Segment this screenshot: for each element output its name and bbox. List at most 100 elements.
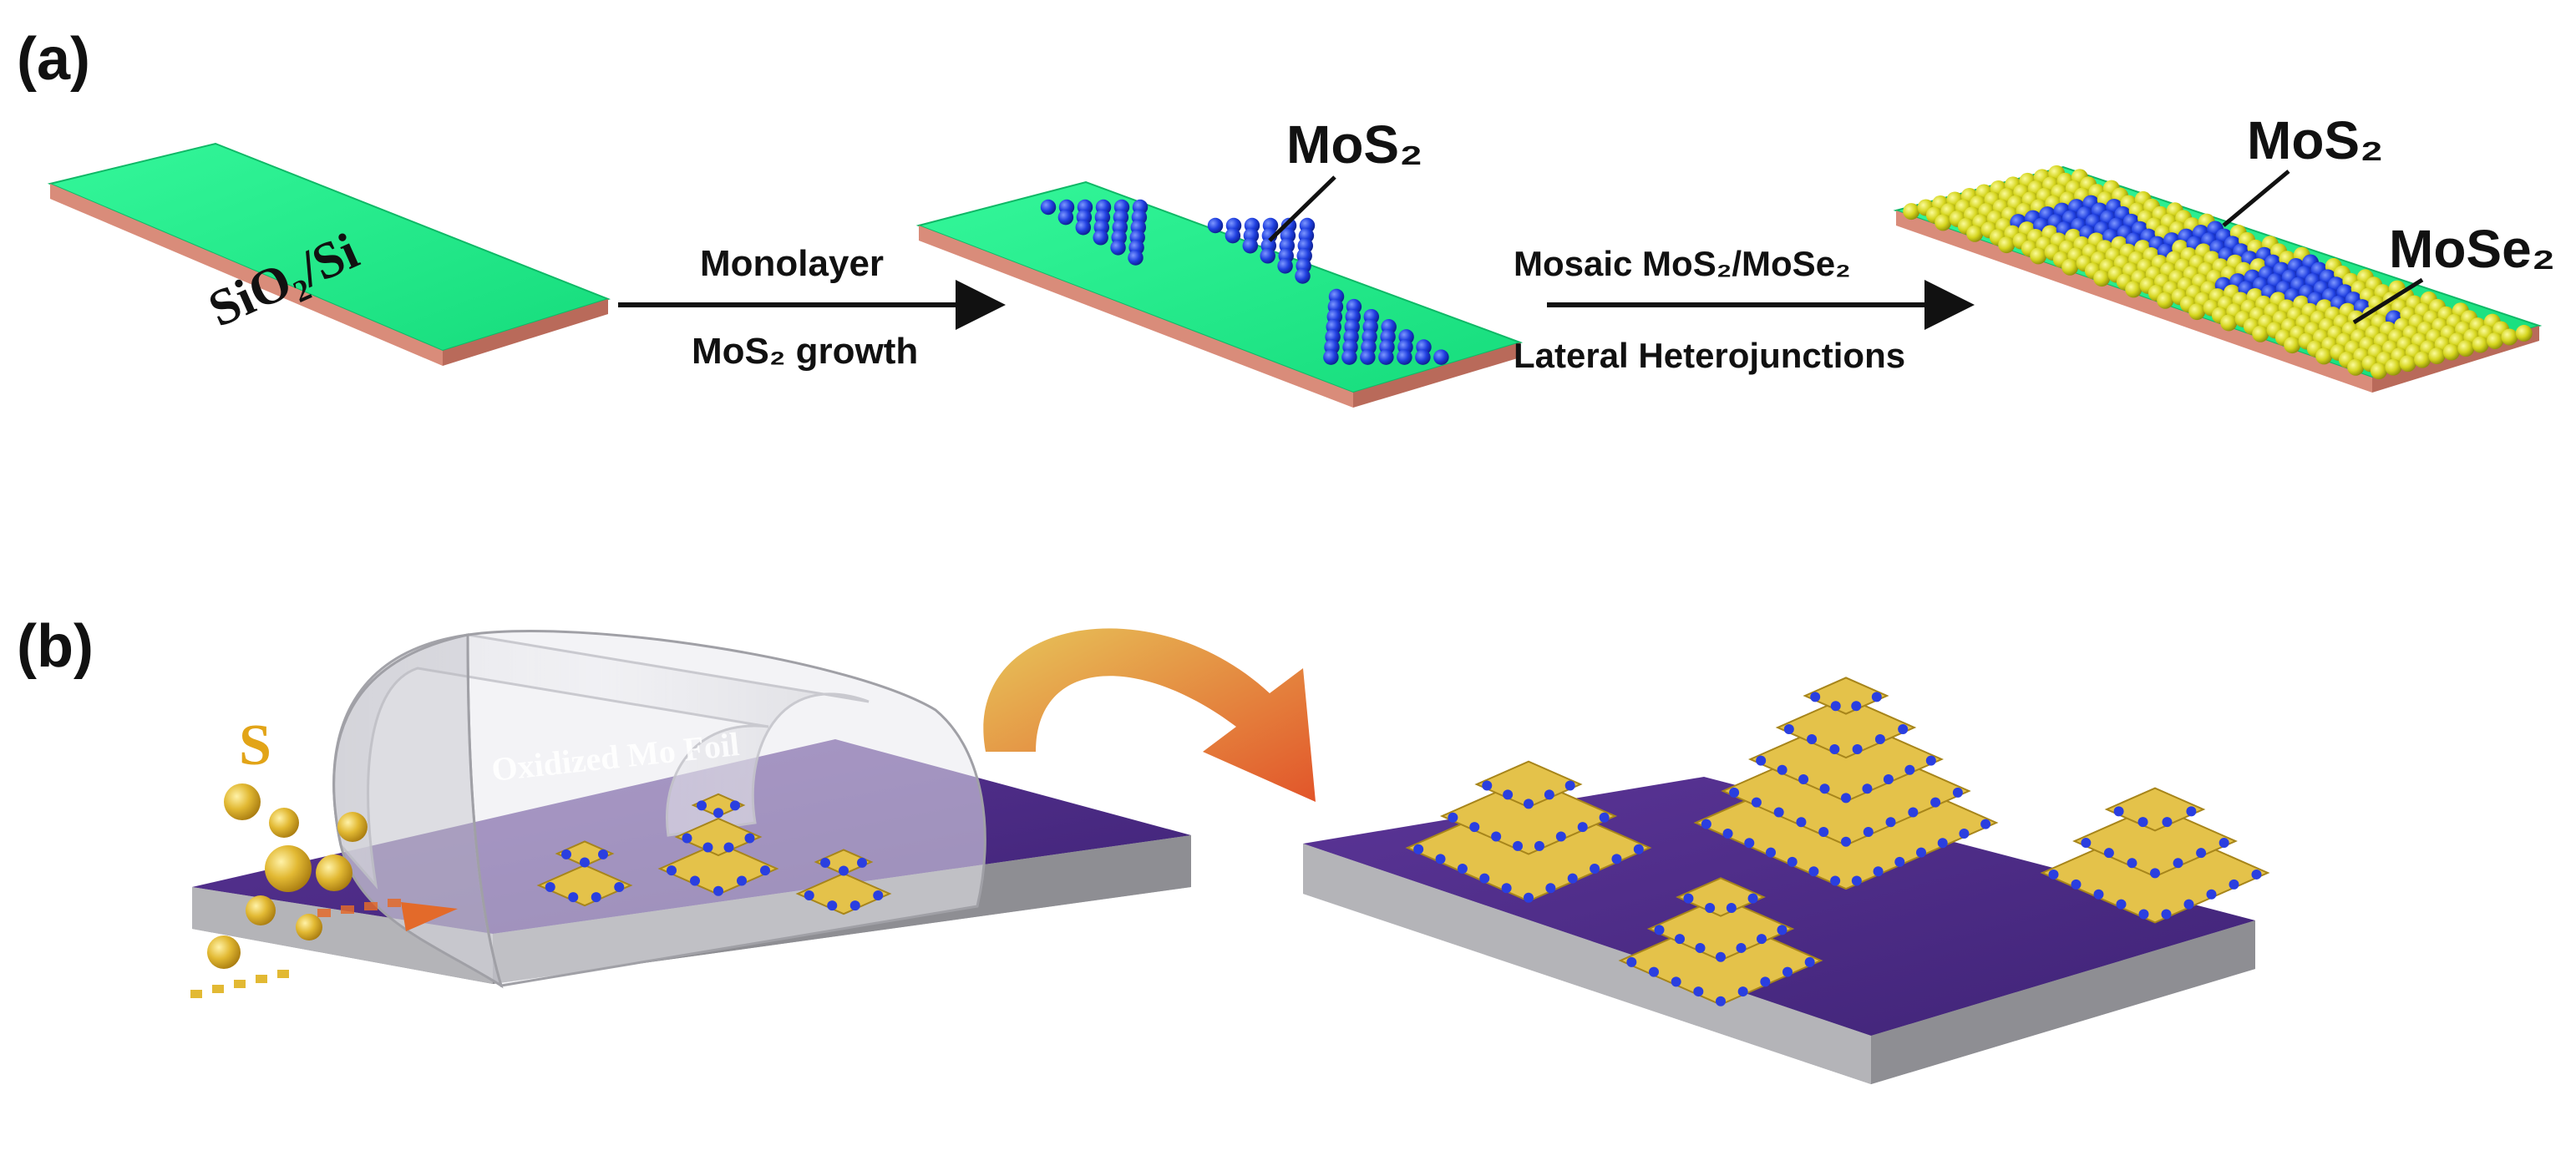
mo-atom (857, 857, 867, 868)
flake-layer (814, 849, 874, 875)
mose2-atom (2472, 336, 2489, 353)
foil-flake (795, 872, 892, 915)
flake-layer (691, 793, 746, 818)
mo-atom (1564, 780, 1575, 791)
mo-atom (1479, 873, 1490, 884)
panel-a-label: (a) (17, 26, 90, 93)
mo-atom (1469, 822, 1480, 833)
mo-atom (1737, 986, 1748, 997)
mo-atom (1722, 828, 1733, 839)
mo-atom (2071, 879, 2082, 890)
mo-atom (2116, 899, 2127, 910)
mose2-atom (2442, 343, 2460, 361)
foil-flake (691, 793, 746, 819)
flake-layer (1775, 696, 1917, 759)
mo-atom (1756, 934, 1767, 945)
mo-atom (1952, 787, 1963, 798)
mo-atom (1898, 724, 1909, 734)
panel-b-label: (b) (17, 613, 94, 680)
mo-atom (713, 885, 723, 896)
mo-atom (667, 865, 677, 876)
mose2-atom (2515, 324, 2533, 342)
mo-atom (1716, 996, 1726, 1006)
mo-atom (744, 833, 755, 844)
mo-atom (682, 833, 692, 844)
central-pyramid-flake (1775, 696, 1917, 759)
mo-atom (1435, 854, 1446, 864)
sulfur-label: S (239, 713, 271, 778)
mo-atom (1736, 942, 1747, 953)
mos2-atom (1360, 349, 1376, 365)
mo-atom (2127, 858, 2137, 869)
mose2-atom (2188, 303, 2206, 321)
mo-atom (1513, 840, 1524, 851)
mo-atom (1959, 828, 1970, 839)
foil-mos2-flakes (536, 793, 892, 915)
step2-top-label: Mosaic MoS₂/MoSe₂ (1514, 244, 1851, 283)
step2-bottom-label: Lateral Heterojunctions (1514, 336, 1905, 375)
mo-atom (2103, 848, 2114, 859)
sulfur-ball (269, 808, 299, 838)
mo-atom (1883, 774, 1894, 784)
mos2-atom (1323, 349, 1339, 365)
mo-atom (1807, 734, 1818, 744)
foil-flake (657, 842, 779, 896)
mose2-atom (1998, 236, 2016, 254)
mos2-atom (1110, 240, 1126, 256)
mo-atom (545, 882, 555, 893)
mo-atom (1675, 934, 1686, 945)
mo-atom (1544, 789, 1554, 800)
mo-atom (2219, 838, 2229, 849)
mo-atom (598, 849, 608, 859)
left-pyramid-flake (1474, 760, 1583, 809)
mo-atom (2196, 848, 2207, 859)
mo-atom (1705, 902, 1716, 913)
mo-atom (1726, 902, 1737, 913)
flow-dot (317, 909, 331, 917)
mo-atom (804, 890, 814, 901)
mose2-atom (2399, 355, 2416, 373)
mo-atom (1980, 819, 1991, 829)
mo-atom (1503, 789, 1514, 800)
mo-atom (760, 865, 770, 876)
mo-atom (1448, 812, 1458, 823)
mo-atom (1524, 799, 1534, 809)
mo-atom (1930, 797, 1941, 808)
foil-flake (555, 840, 615, 868)
mos2-pyramid-flakes (1405, 677, 2270, 1006)
mo-atom (1863, 827, 1874, 838)
mose2-pointer (2352, 277, 2424, 325)
mos2-atom (1378, 349, 1394, 365)
mo-atom (697, 800, 707, 811)
foil-flake (814, 849, 874, 876)
mo-atom (1773, 807, 1784, 818)
flow-dot (234, 980, 246, 988)
mo-atom (1830, 875, 1841, 886)
mo-atom (1819, 783, 1830, 794)
mo-atom (1751, 797, 1762, 808)
mos2-atom (1260, 248, 1275, 264)
mo-atom (1524, 892, 1534, 903)
mo-atom (1885, 817, 1896, 828)
mo-atom (820, 857, 830, 868)
flow-dot (388, 899, 401, 907)
mose2-atom (2501, 328, 2518, 346)
step1-bottom-label: MoS₂ growth (692, 331, 918, 372)
mo-atom (1599, 812, 1610, 823)
mo-atom (1534, 840, 1544, 851)
mo-atom (1787, 856, 1798, 867)
mo-atom (1716, 951, 1726, 962)
mose2-atom (2347, 358, 2365, 376)
mose2-atom (2220, 314, 2238, 332)
sulfur-ball (296, 914, 322, 941)
mo-atom (1671, 976, 1681, 987)
mo-atom (1777, 764, 1787, 775)
mo-atom (1829, 744, 1840, 754)
mose2-label: MoSe₂ (2389, 219, 2555, 279)
mo-atom (2113, 806, 2124, 817)
mo-atom (1852, 744, 1863, 754)
mo-atom (1782, 966, 1793, 977)
mose2-atom (2157, 292, 2174, 309)
mo-atom (849, 900, 860, 911)
mose2-atom (2284, 337, 2301, 354)
